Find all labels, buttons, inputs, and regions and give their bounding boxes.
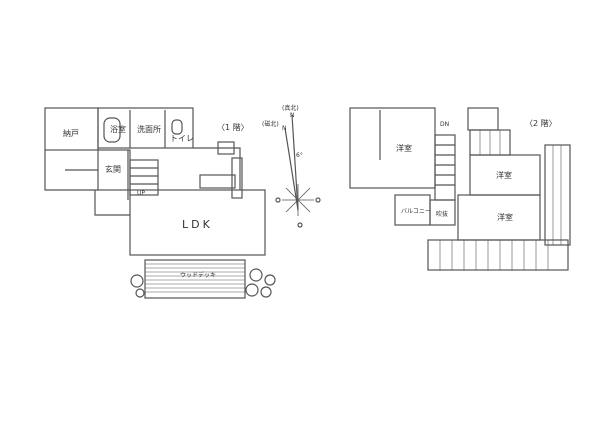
stairs-down-label: DN: [440, 121, 450, 128]
north-letter-magnetic: N: [282, 125, 287, 132]
declination-label: 6°: [296, 152, 303, 159]
compass-rose-icon: [292, 194, 304, 206]
wood-deck-outline: [144, 259, 246, 299]
room-label-western-3: 洋室: [497, 213, 513, 222]
room-label-ldk: LDK: [182, 218, 213, 231]
floor1-title: 〈1 階〉: [217, 123, 249, 132]
magnetic-north-label: (磁北): [262, 121, 279, 128]
room-label-western-2: 洋室: [496, 171, 512, 180]
floor2-title: 〈2 階〉: [525, 119, 557, 128]
stairs-up-label: UP: [137, 190, 146, 197]
room-label-western-1: 洋室: [396, 144, 412, 153]
north-letter-true: N: [290, 112, 295, 119]
room-label-balcony: バルコニー: [401, 208, 431, 215]
room-label-wood-deck: ウッドデッキ: [180, 272, 217, 279]
western-room-1-outline: [349, 107, 436, 189]
room-label-atrium: 吹抜: [436, 211, 449, 218]
true-north-label: (真北): [282, 105, 299, 112]
room-label-bath: 浴室: [110, 125, 126, 134]
room-label-toilet: トイレ: [170, 134, 194, 143]
room-label-entrance: 玄関: [105, 165, 121, 174]
room-label-storage: 納戸: [63, 129, 79, 138]
room-label-washroom: 洗面所: [137, 125, 161, 134]
ldk-outline: [129, 189, 266, 256]
